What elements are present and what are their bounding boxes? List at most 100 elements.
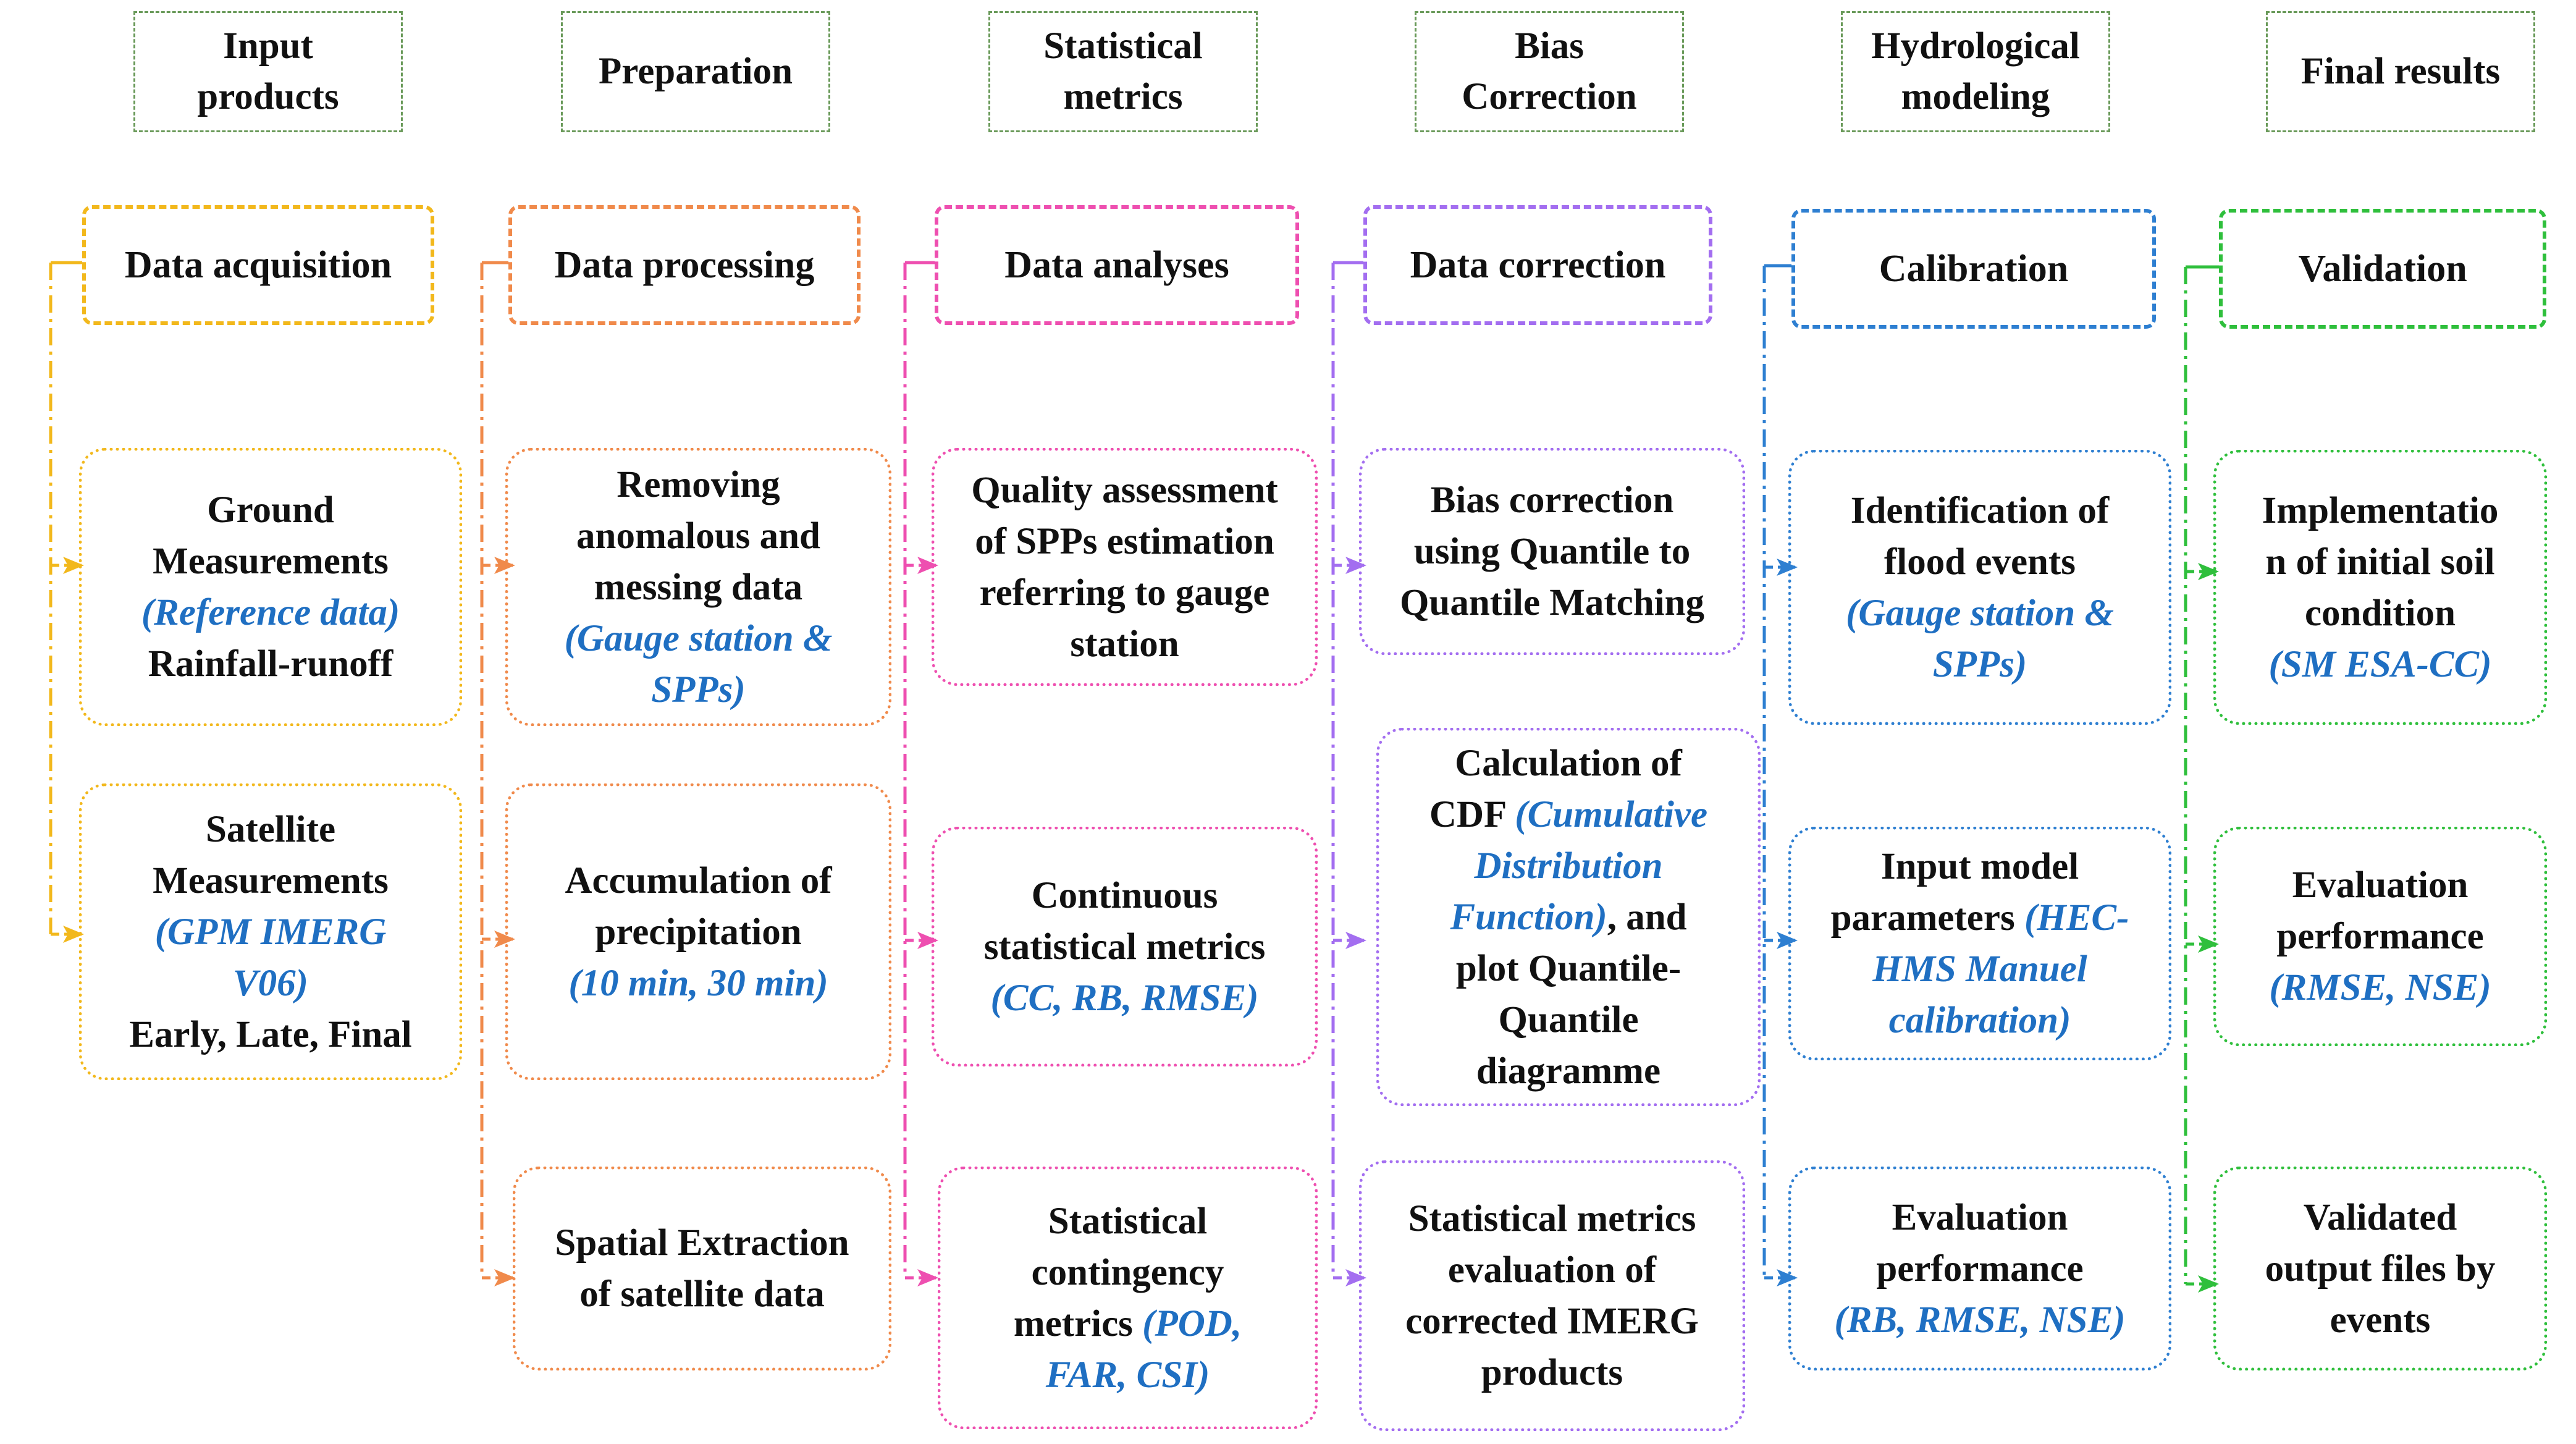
stage-label: modeling <box>1901 76 2050 117</box>
box-text: CDF <box>1429 793 1515 835</box>
box-text: Quality assessment <box>971 469 1278 511</box>
box-highlight-text: (SM ESA-CC) <box>2268 643 2492 685</box>
header-label: Data analyses <box>1004 243 1229 286</box>
stage-label: Preparation <box>599 51 793 92</box>
box-text-row: Function), and <box>1450 892 1686 943</box>
box-text: diagramme <box>1476 1050 1661 1092</box>
box-text: messing data <box>594 566 803 608</box>
box-text: plot Quantile- <box>1455 947 1682 989</box>
box-text: Continuous <box>1031 874 1218 916</box>
stage-label: Final results <box>2300 51 2501 92</box>
box-text: evaluation of <box>1447 1249 1657 1291</box>
box-text: Removing <box>617 463 780 505</box>
box-text: of SPPs estimation <box>975 520 1274 562</box>
box-highlight-text: (Reference data) <box>141 592 400 633</box>
box-input-model-parameters: Input model parameters (HEC- HMS Manuel … <box>1788 827 2171 1060</box>
box-text: Spatial Extraction <box>555 1222 849 1264</box>
stage-statistical-metrics: Statistical metrics <box>988 11 1258 132</box>
box-text: flood events <box>1884 541 2076 583</box>
header-calibration: Calibration <box>1791 209 2156 329</box>
box-text: Satellite <box>205 808 336 850</box>
box-highlight-text: Distribution <box>1474 845 1663 887</box>
box-highlight-text: (GPM IMERG <box>154 911 387 953</box>
stage-label: Correction <box>1462 76 1637 117</box>
box-text: Measurements <box>153 541 389 582</box>
box-validated-output: Validated output files by events <box>2213 1167 2547 1370</box>
stage-label: Statistical <box>1043 25 1203 67</box>
stage-label: Hydrological <box>1871 25 2080 67</box>
box-text: parameters <box>1830 897 2024 939</box>
box-text: output files by <box>2265 1248 2496 1290</box>
box-text: products <box>1481 1352 1623 1393</box>
box-text: Rainfall-runoff <box>148 643 394 685</box>
stage-label: products <box>197 76 339 117</box>
box-text: Identification of <box>1850 489 2110 531</box>
box-highlight-text: (Cumulative <box>1515 793 1708 835</box>
box-removing-anomalous: Removing anomalous and messing data (Gau… <box>505 448 891 726</box>
box-text: Input model <box>1880 846 2079 887</box>
box-highlight-text: SPPs) <box>1932 643 2027 685</box>
box-highlight-text: calibration) <box>1888 1000 2071 1041</box>
box-initial-soil-condition: Implementatio n of initial soil conditio… <box>2213 450 2547 725</box>
box-statistical-evaluation: Statistical metrics evaluation of correc… <box>1359 1160 1745 1431</box>
box-text: Evaluation <box>1892 1196 2068 1238</box>
box-text: corrected IMERG <box>1405 1301 1699 1342</box>
box-text: , and <box>1607 896 1687 938</box>
box-text: Evaluation <box>2292 864 2469 906</box>
box-text: metrics <box>1013 1303 1143 1345</box>
box-highlight-text: (10 min, 30 min) <box>568 962 828 1004</box>
box-text: anomalous and <box>576 515 820 557</box>
box-highlight-text: V06) <box>233 962 308 1004</box>
box-text: Bias correction <box>1430 479 1674 521</box>
header-label: Validation <box>2298 247 2467 290</box>
box-text: precipitation <box>595 911 802 953</box>
box-text: Accumulation of <box>565 859 832 901</box>
stage-final-results: Final results <box>2266 11 2535 132</box>
box-continuous-metrics: Continuous statistical metrics (CC, RB, … <box>932 827 1318 1066</box>
box-text: Early, Late, Final <box>129 1013 412 1055</box>
box-highlight-text: (RMSE, NSE) <box>2269 967 2491 1008</box>
box-evaluation-performance-calibration: Evaluation performance (RB, RMSE, NSE) <box>1788 1167 2171 1370</box>
box-text: performance <box>1876 1248 2084 1290</box>
box-spatial-extraction: Spatial Extraction of satellite data <box>513 1167 891 1370</box>
box-text-row: metrics (POD, <box>1014 1298 1242 1349</box>
header-label: Calibration <box>1879 247 2069 290</box>
header-label: Data processing <box>554 243 815 286</box>
box-text: statistical metrics <box>983 926 1266 968</box>
box-text-row: CDF (Cumulative <box>1429 789 1707 840</box>
box-text: Quantile <box>1498 999 1639 1041</box>
header-data-acquisition: Data acquisition <box>82 205 434 325</box>
box-text: Validated <box>2303 1196 2457 1238</box>
box-text: Calculation of <box>1455 742 1682 784</box>
box-text: Statistical <box>1048 1200 1208 1242</box>
box-text: Implementatio <box>2262 489 2499 531</box>
box-highlight-text: SPPs) <box>651 669 746 711</box>
box-text: of satellite data <box>579 1273 825 1315</box>
box-text: station <box>1070 623 1179 665</box>
box-ground-measurements: Ground Measurements (Reference data) Rai… <box>79 448 462 726</box>
box-highlight-text: (POD, <box>1142 1303 1242 1345</box>
box-contingency-metrics: Statistical contingency metrics (POD, FA… <box>938 1167 1318 1429</box>
box-highlight-text: (Gauge station & <box>564 617 833 659</box>
box-highlight-text: (CC, RB, RMSE) <box>990 977 1259 1019</box>
box-quality-assessment: Quality assessment of SPPs estimation re… <box>932 448 1318 686</box>
header-label: Data acquisition <box>124 243 392 286</box>
box-text: Quantile Matching <box>1399 582 1705 623</box>
box-text-row: parameters (HEC- <box>1831 892 2129 944</box>
box-evaluation-performance-validation: Evaluation performance (RMSE, NSE) <box>2213 827 2547 1046</box>
header-label: Data correction <box>1410 243 1666 286</box>
header-data-analyses: Data analyses <box>935 205 1299 325</box>
header-data-processing: Data processing <box>508 205 861 325</box>
box-highlight-text: (Gauge station & <box>1846 592 2114 634</box>
stage-preparation: Preparation <box>561 11 830 132</box>
box-text: condition <box>2304 592 2456 634</box>
box-text: events <box>2330 1299 2431 1341</box>
box-bias-correction-qqm: Bias correction using Quantile to Quanti… <box>1359 448 1745 655</box>
stage-bias-correction: Bias Correction <box>1415 11 1684 132</box>
box-highlight-text: (RB, RMSE, NSE) <box>1834 1299 2126 1341</box>
stage-hydrological-modeling: Hydrological modeling <box>1841 11 2110 132</box>
header-data-correction: Data correction <box>1363 205 1712 325</box>
box-text: using Quantile to <box>1413 531 1691 572</box>
box-text: performance <box>2276 916 2484 957</box>
